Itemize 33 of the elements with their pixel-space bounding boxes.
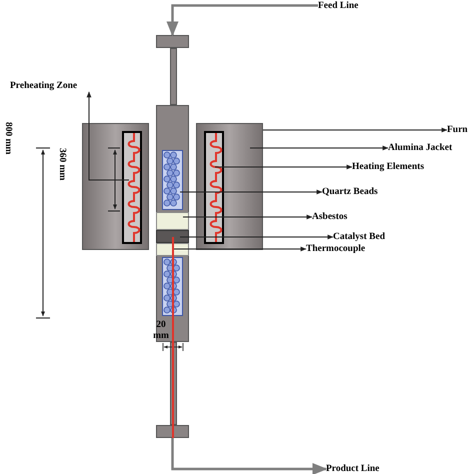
leader-line	[166, 4, 318, 36]
callout-label: Feed Line	[318, 0, 378, 11]
catalyst-bed-layer	[156, 230, 189, 243]
callout-label: Furn	[447, 124, 474, 136]
callout-label: Asbestos	[312, 211, 366, 223]
thermocouple-wire	[172, 237, 174, 438]
leader-line	[250, 146, 389, 150]
furnace-block	[196, 123, 263, 250]
heating-element-strip	[122, 131, 142, 244]
leader-line	[86, 91, 130, 180]
leader-line	[174, 246, 307, 252]
leader-line	[180, 234, 334, 240]
leader-line	[262, 128, 448, 132]
quartz-bead-column	[162, 257, 183, 316]
top-cap	[156, 35, 189, 48]
callout-label: Product Line	[326, 463, 398, 474]
callout-label: Quartz Beads	[322, 186, 394, 198]
leader-line	[214, 164, 353, 170]
bottom-cap	[156, 425, 189, 438]
callout-label: Alumina Jacket	[388, 142, 472, 154]
heating-element-strip	[204, 131, 224, 244]
callout-label: Catalyst Bed	[333, 231, 401, 243]
furnace-block	[82, 123, 149, 250]
leader-line	[180, 190, 323, 194]
dimension-label: 360 mm	[56, 148, 67, 182]
leader-line	[182, 214, 313, 220]
leader-line	[171, 438, 328, 474]
callout-label: Preheating Zone	[10, 80, 94, 92]
dimension-label: 800 mm	[2, 122, 13, 156]
callout-label: Thermocouple	[306, 243, 382, 255]
quartz-bead-column	[162, 150, 183, 210]
asbestos-layer	[156, 212, 189, 230]
callout-label: Heating Elements	[352, 161, 448, 173]
